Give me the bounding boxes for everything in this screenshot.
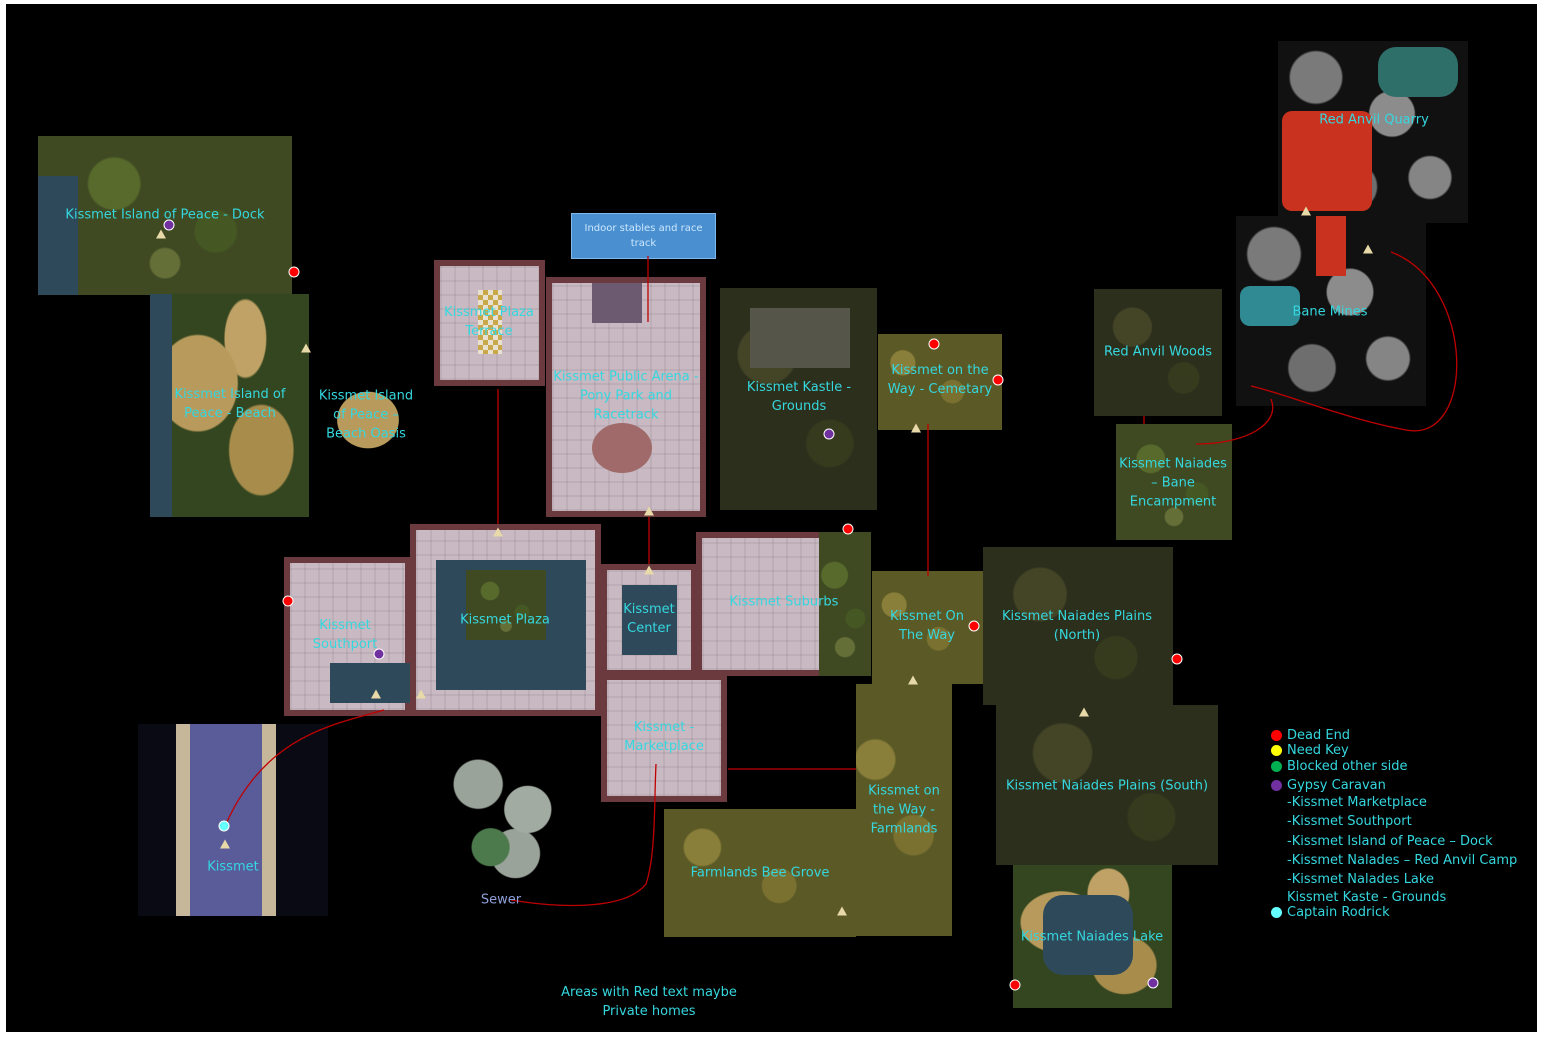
map-tile-plains-north[interactable] (983, 547, 1173, 705)
private-homes-note: Areas with Red text maybe Private homes (561, 985, 737, 1019)
arrow-marker (220, 839, 230, 849)
arrow-marker (493, 527, 503, 537)
map-tile-bane-mines[interactable] (1236, 216, 1426, 406)
arrow-marker (1079, 707, 1089, 717)
legend-gypsy-location: -Kissmet Nalades – Red Anvil Camp (1287, 853, 1518, 869)
blocked-icon (1271, 760, 1282, 772)
label-sewer: Sewer (480, 892, 522, 908)
map-tile-suburbs-edge (819, 532, 871, 676)
legend-gypsy-location: -Kissmet Nalades Lake (1287, 872, 1434, 888)
map-tile-way-farmlands[interactable] (856, 684, 952, 936)
map-tile-kastle-grounds[interactable] (720, 288, 877, 510)
legend-gypsy-location: -Kissmet Island of Peace – Dock (1287, 833, 1493, 849)
arrow-marker (911, 423, 921, 433)
dead-end-marker (992, 374, 1004, 386)
map-tile-kissmet[interactable] (138, 724, 328, 916)
map-tile-on-the-way[interactable] (872, 571, 983, 684)
dead-end-marker (282, 595, 294, 607)
map-tile-marketplace[interactable] (601, 674, 727, 802)
need-key-icon (1271, 745, 1282, 757)
gypsy-caravan-icon (1271, 779, 1282, 791)
map-tile-plaza[interactable] (410, 524, 601, 716)
map-tile-bane-encampment[interactable] (1116, 424, 1232, 540)
dead-end-marker (968, 620, 980, 632)
arrow-marker (837, 906, 847, 916)
arrow-marker (1363, 244, 1373, 254)
legend-gypsy-location: -Kissmet Southport (1287, 814, 1412, 830)
dead-end-icon (1271, 730, 1282, 741)
legend-blocked: Blocked other side (1268, 759, 1528, 774)
area-map: Indoor stables and race track (6, 4, 1537, 1032)
legend-need-key: Need Key (1268, 743, 1528, 758)
map-tile-plains-south[interactable] (996, 705, 1218, 865)
arrow-marker (416, 689, 426, 699)
map-tile-island-dock[interactable] (38, 136, 292, 295)
gypsy-caravan-marker (373, 648, 385, 660)
arrow-marker (1301, 206, 1311, 216)
map-legend: Dead End Need Key Blocked other side Gyp… (1268, 728, 1528, 920)
legend-dead-end: Dead End (1268, 728, 1528, 743)
legend-kaste: Kissmet Kaste - Grounds (1287, 889, 1447, 905)
dead-end-marker (288, 266, 300, 278)
gypsy-caravan-marker (1147, 977, 1159, 989)
arrow-marker (644, 565, 654, 575)
dead-end-marker (928, 338, 940, 350)
arrow-marker (908, 675, 918, 685)
map-tile-southport[interactable] (284, 557, 411, 716)
arrow-marker (301, 343, 311, 353)
map-tile-sewer[interactable] (441, 759, 565, 885)
gypsy-caravan-marker (163, 219, 175, 231)
stables-callout: Indoor stables and race track (571, 213, 716, 259)
map-tile-plaza-terrace[interactable] (434, 260, 545, 386)
dead-end-marker (1171, 653, 1183, 665)
arrow-marker (371, 689, 381, 699)
map-tile-center[interactable] (601, 564, 697, 676)
legend-gypsy-location: -Kissmet Marketplace (1287, 795, 1427, 811)
map-tile-way-cemetary[interactable] (878, 334, 1002, 430)
gypsy-caravan-marker (823, 428, 835, 440)
map-tile-bee-grove[interactable] (664, 809, 856, 937)
captain-icon (1271, 906, 1282, 918)
map-tile-naiades-lake[interactable] (1013, 865, 1172, 1008)
map-tile-suburbs[interactable] (696, 532, 833, 676)
dead-end-marker (1009, 979, 1021, 991)
legend-gypsy: Gypsy Caravan (1268, 778, 1528, 793)
captain-rodrick-marker (218, 820, 230, 832)
arrow-marker (156, 229, 166, 239)
map-tile-public-arena[interactable] (546, 277, 706, 517)
arrow-marker (644, 506, 654, 516)
legend-captain: Captain Rodrick (1268, 905, 1528, 920)
map-tile-red-anvil-woods[interactable] (1094, 289, 1222, 416)
map-tile-red-anvil-quarry[interactable] (1278, 41, 1468, 223)
map-tile-beach-oasis[interactable] (320, 376, 416, 464)
dead-end-marker (842, 523, 854, 535)
map-tile-island-beach[interactable] (150, 294, 309, 517)
